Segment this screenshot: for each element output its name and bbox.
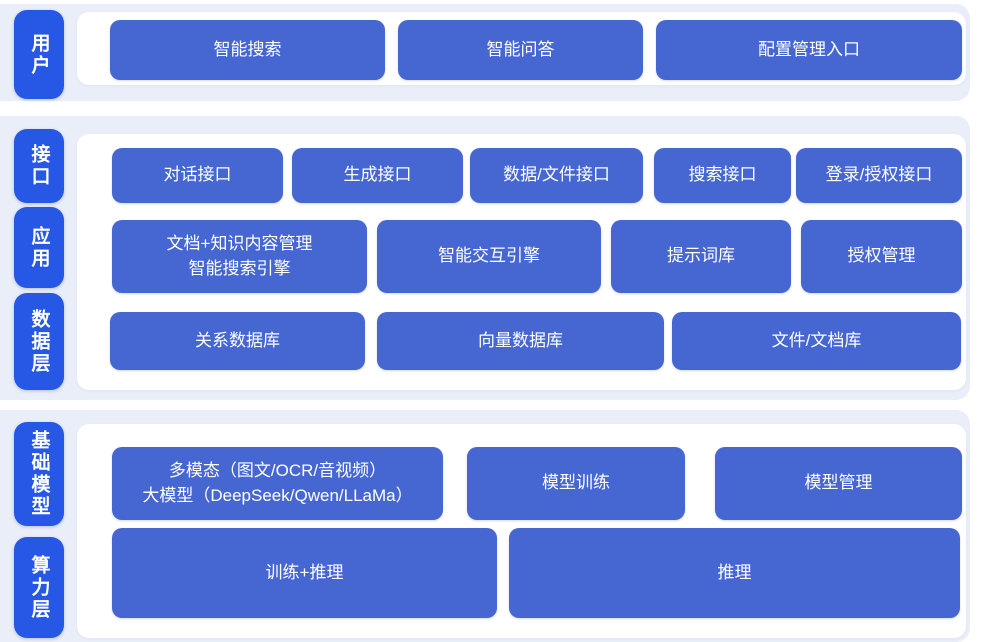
layer-label-interface: 接口 (14, 129, 64, 203)
layer-label-foundation-model: 基础模型 (14, 422, 64, 526)
node-search-api: 搜索接口 (654, 148, 791, 203)
node-model-training: 模型训练 (467, 447, 685, 520)
node-vector-db: 向量数据库 (377, 312, 664, 370)
layer-label-application: 应用 (14, 207, 64, 288)
node-model-management: 模型管理 (715, 447, 962, 520)
node-prompt-library: 提示词库 (611, 220, 791, 293)
section-user-layer: 用户 智能搜索 智能问答 配置管理入口 (0, 4, 970, 101)
node-smart-qa: 智能问答 (398, 20, 643, 80)
node-training-inference: 训练+推理 (112, 528, 497, 618)
layer-label-user-text: 用户 (28, 32, 50, 77)
node-data-file-api: 数据/文件接口 (470, 148, 643, 203)
node-config-management-entry: 配置管理入口 (656, 20, 962, 80)
node-relational-db: 关系数据库 (110, 312, 365, 370)
node-auth-management: 授权管理 (801, 220, 962, 293)
layer-label-interface-text: 接口 (28, 144, 50, 188)
layer-label-compute-text: 算力层 (28, 554, 50, 621)
layer-label-user: 用户 (14, 10, 64, 99)
node-generation-api: 生成接口 (292, 148, 463, 203)
node-multimodal-llm: 多模态（图文/OCR/音视频） 大模型（DeepSeek/Qwen/LLaMa） (112, 447, 443, 520)
layer-label-data: 数据层 (14, 293, 64, 390)
node-smart-interaction-engine: 智能交互引擎 (377, 220, 601, 293)
layer-label-foundation-model-text: 基础模型 (28, 430, 50, 518)
node-dialog-api: 对话接口 (112, 148, 283, 203)
node-inference: 推理 (509, 528, 960, 618)
layer-label-application-text: 应用 (28, 225, 50, 270)
layer-label-data-text: 数据层 (28, 308, 50, 375)
section-interface-application-data: 接口 应用 数据层 对话接口 生成接口 数据/文件接口 搜索接口 登录/授权接口… (0, 116, 970, 400)
layer-label-compute: 算力层 (14, 537, 64, 638)
section-model-compute: 基础模型 算力层 多模态（图文/OCR/音视频） 大模型（DeepSeek/Qw… (0, 410, 970, 642)
node-file-doc-store: 文件/文档库 (672, 312, 961, 370)
node-login-auth-api: 登录/授权接口 (796, 148, 962, 203)
node-smart-search: 智能搜索 (110, 20, 385, 80)
node-doc-knowledge-search-engine: 文档+知识内容管理 智能搜索引擎 (112, 220, 367, 293)
